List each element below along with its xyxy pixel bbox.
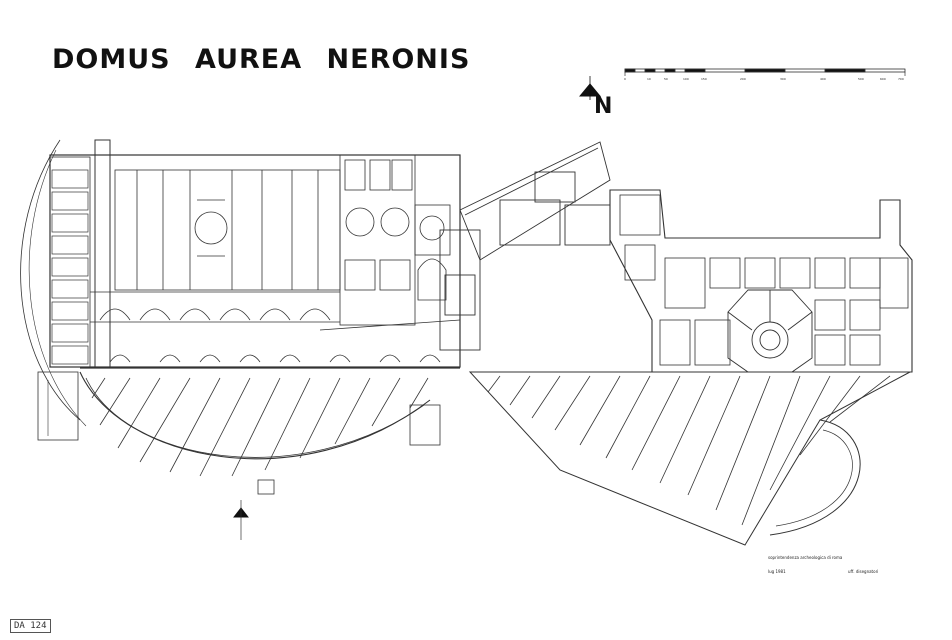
- scale-tick-150: 150: [701, 77, 707, 81]
- east-exedra: [769, 419, 861, 536]
- scale-tick-200: 200: [740, 77, 746, 81]
- scale-tick-700: 700: [898, 77, 904, 81]
- scale-tick-10: 10: [647, 77, 651, 81]
- scale-tick-0: 0: [624, 77, 626, 81]
- octagonal-hall: [727, 289, 813, 373]
- date-note: lug 1981: [768, 569, 786, 574]
- scale-tick-500: 500: [858, 77, 864, 81]
- scale-bar-labels: 0 10 50 100 150 200 300 400 500 600 700: [624, 77, 904, 81]
- east-hatched-court: [468, 371, 911, 546]
- author-note: uff. disegnatori: [848, 569, 879, 574]
- west-wing-curved-wall: [20, 139, 81, 421]
- scale-tick-300: 300: [780, 77, 786, 81]
- scale-bar: [624, 68, 906, 76]
- west-wing-block: [49, 154, 461, 368]
- scale-tick-100: 100: [683, 77, 689, 81]
- plan-title: DOMUS AUREA NERONIS: [52, 44, 471, 75]
- west-hatched-court: [79, 371, 441, 495]
- scale-tick-50: 50: [664, 77, 668, 81]
- north-label: N: [594, 94, 613, 119]
- central-connector: [439, 141, 611, 351]
- catalog-tag: DA 124: [10, 619, 51, 633]
- office-note: soprintendenza archeologica di roma: [768, 555, 843, 560]
- scale-tick-600: 600: [880, 77, 886, 81]
- scale-tick-400: 400: [820, 77, 826, 81]
- east-wing-block: [609, 189, 913, 373]
